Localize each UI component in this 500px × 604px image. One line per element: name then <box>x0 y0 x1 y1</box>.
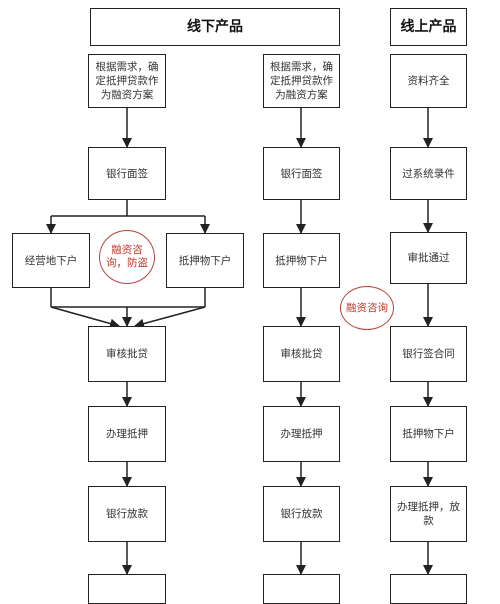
arrow-a-join-right <box>134 306 206 329</box>
step-a-4: 办理抵押 <box>88 406 166 462</box>
arrow-a-join-left <box>50 306 120 329</box>
step-a-2: 银行面签 <box>88 147 166 200</box>
step-a-3: 审核批贷 <box>88 326 166 382</box>
note-consult: 融资咨询 <box>340 286 394 330</box>
step-c-7 <box>390 574 467 604</box>
note-consult-anti-theft: 融资咨询，防盗 <box>99 230 155 284</box>
step-c-1: 资料齐全 <box>390 54 467 108</box>
step-c-2: 过系统录件 <box>390 147 467 200</box>
step-b-7 <box>263 574 340 604</box>
step-a-6 <box>88 574 166 604</box>
step-a-1: 根据需求，确定抵押贷款作为融资方案 <box>88 54 166 108</box>
branch-a-left: 经营地下户 <box>12 233 90 288</box>
header-offline: 线下产品 <box>90 8 340 46</box>
step-b-6: 银行放款 <box>263 486 340 542</box>
step-c-3: 审批通过 <box>390 232 467 284</box>
step-b-2: 银行面签 <box>263 147 340 200</box>
step-b-3: 抵押物下户 <box>263 233 340 288</box>
step-b-4: 审核批贷 <box>263 326 340 382</box>
header-online: 线上产品 <box>390 8 467 46</box>
step-c-5: 抵押物下户 <box>390 406 467 462</box>
step-c-6: 办理抵押，放款 <box>390 486 467 542</box>
branch-a-right: 抵押物下户 <box>166 233 244 288</box>
step-a-5: 银行放款 <box>88 486 166 542</box>
step-b-1: 根据需求，确定抵押贷款作为融资方案 <box>263 54 340 108</box>
step-b-5: 办理抵押 <box>263 406 340 462</box>
step-c-4: 银行签合同 <box>390 326 467 382</box>
